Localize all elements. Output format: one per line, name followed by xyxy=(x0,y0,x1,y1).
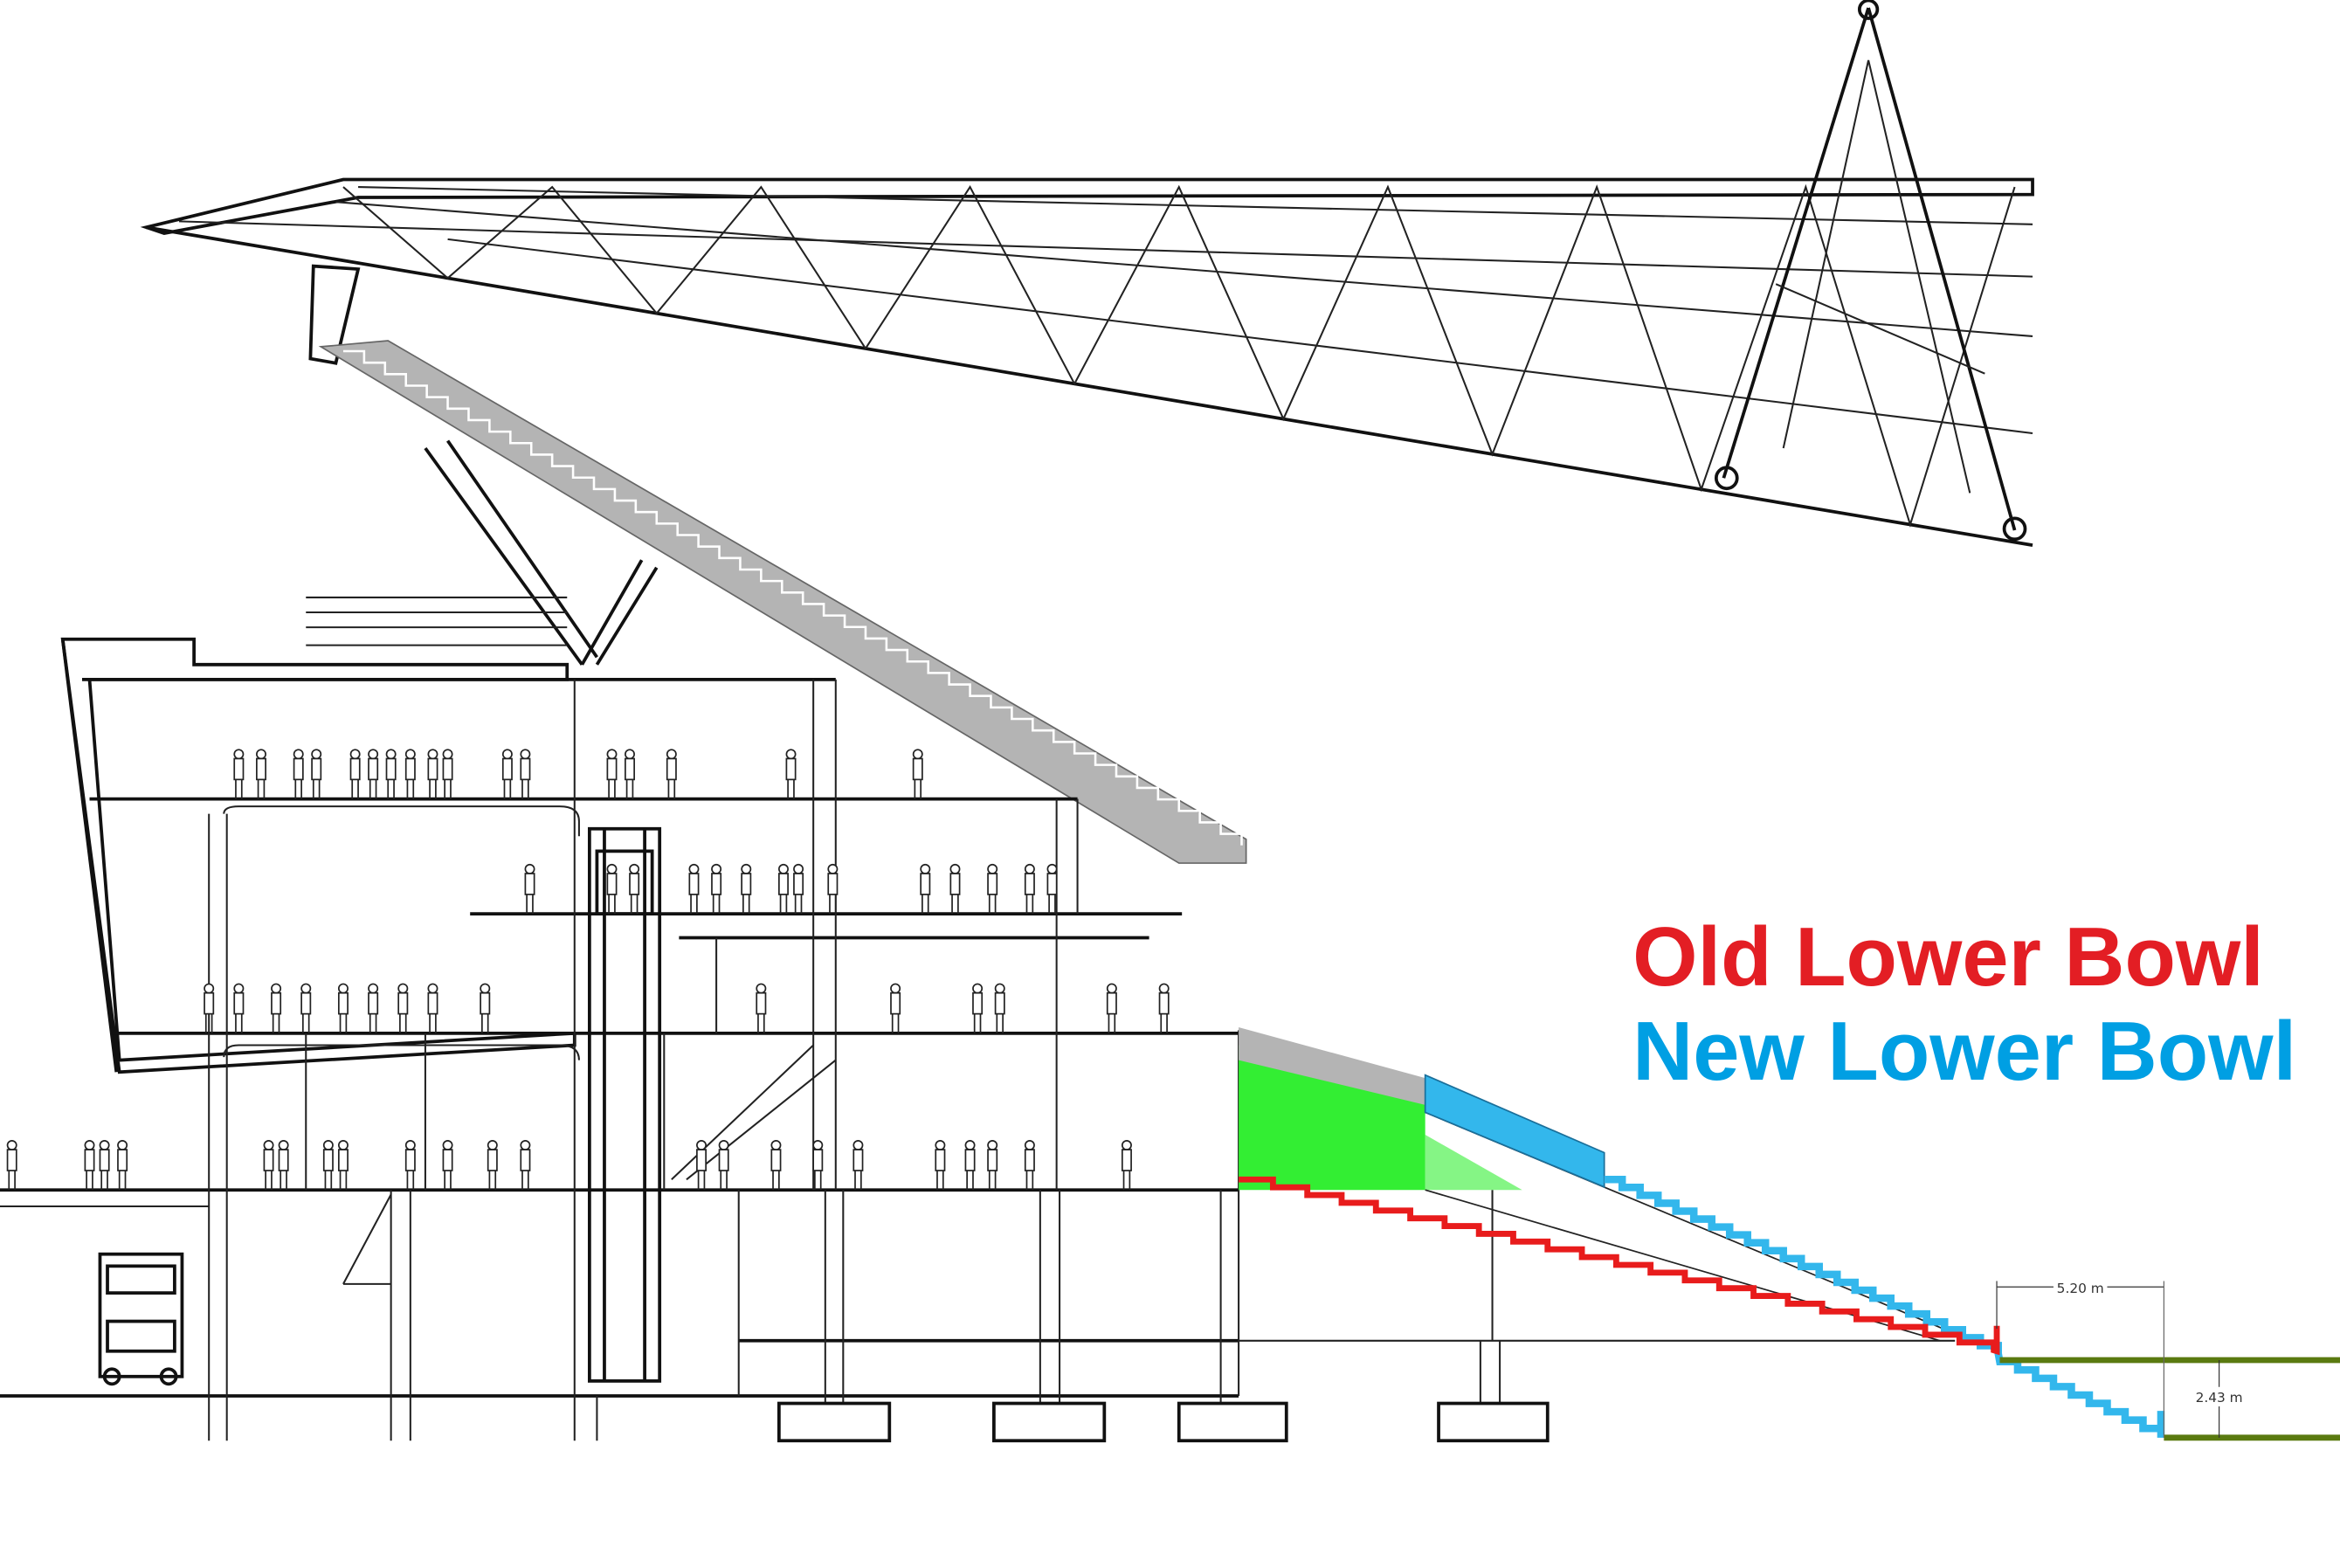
person-figure xyxy=(300,983,312,1033)
person-figure xyxy=(404,749,416,799)
person-figure xyxy=(520,1139,531,1191)
person-figure xyxy=(1024,1139,1035,1191)
person-figure xyxy=(397,983,409,1033)
person-figure xyxy=(1106,983,1117,1033)
person-figure xyxy=(987,863,998,915)
person-figure xyxy=(99,1139,110,1191)
bus-icon xyxy=(98,1252,184,1386)
legend-new-lower-bowl: New Lower Bowl xyxy=(1632,1005,2296,1098)
person-figure xyxy=(718,1139,729,1191)
person-figure xyxy=(778,863,789,915)
dimension-height-label: 2.43 m xyxy=(2196,1390,2243,1406)
foundations xyxy=(777,1401,1550,1443)
person-figure xyxy=(404,1139,416,1191)
person-figure xyxy=(666,749,677,799)
person-figure xyxy=(920,863,931,915)
person-figure xyxy=(233,749,245,799)
person-figure xyxy=(6,1139,17,1191)
person-figure xyxy=(256,749,266,799)
truss-web xyxy=(342,183,2016,528)
person-figure xyxy=(442,749,453,799)
upper-tier xyxy=(306,340,1247,864)
dimension-height: 2.43 m xyxy=(2191,1359,2248,1438)
person-figure xyxy=(949,863,961,915)
person-figure xyxy=(487,1139,498,1191)
upper-tier-steps xyxy=(342,349,1243,846)
person-figure xyxy=(606,863,618,915)
person-figure xyxy=(994,983,1005,1033)
person-figure xyxy=(480,983,491,1033)
person-figure xyxy=(368,749,379,799)
person-figure xyxy=(793,863,804,915)
person-figure xyxy=(84,1139,95,1191)
person-figure xyxy=(1046,863,1058,915)
person-figure xyxy=(520,749,531,799)
person-figure xyxy=(629,863,640,915)
person-figure xyxy=(204,983,215,1033)
person-figure xyxy=(501,749,513,799)
person-figure xyxy=(337,983,349,1033)
person-figure xyxy=(293,749,304,799)
person-figure xyxy=(625,749,635,799)
person-figure xyxy=(770,1139,782,1191)
person-figure xyxy=(696,1139,707,1191)
person-figure xyxy=(935,1139,946,1191)
dimension-width: 5.20 m xyxy=(1996,1278,2164,1438)
person-figure xyxy=(785,749,797,799)
person-figure xyxy=(1158,983,1170,1033)
person-figure xyxy=(233,983,245,1033)
elevator-core xyxy=(587,826,662,1383)
person-figure xyxy=(427,749,438,799)
person-figure xyxy=(852,1139,864,1191)
dimension-width-label: 5.20 m xyxy=(2057,1281,2104,1296)
new-lower-bowl-steps xyxy=(1604,1175,2165,1438)
person-figure xyxy=(972,983,984,1033)
person-figure xyxy=(311,749,322,799)
legend-old-lower-bowl: Old Lower Bowl xyxy=(1632,910,2264,1004)
person-figure xyxy=(271,983,282,1033)
person-figure xyxy=(987,1139,998,1191)
person-figure xyxy=(756,983,767,1033)
person-figure xyxy=(117,1139,128,1191)
person-figure xyxy=(427,983,438,1033)
person-figure xyxy=(812,1139,824,1191)
person-figure xyxy=(912,749,923,799)
person-figure xyxy=(349,749,361,799)
person-figure xyxy=(1121,1139,1132,1191)
person-figure xyxy=(688,863,700,915)
person-figure xyxy=(368,983,379,1033)
person-figure xyxy=(524,863,535,915)
main-stand-building xyxy=(0,637,1956,1443)
person-figure xyxy=(890,983,901,1033)
person-figure xyxy=(278,1139,289,1191)
person-figure xyxy=(337,1139,349,1191)
person-figure xyxy=(606,749,618,799)
person-figure xyxy=(741,863,752,915)
person-figure xyxy=(322,1139,334,1191)
person-figure xyxy=(964,1139,976,1191)
person-figure xyxy=(263,1139,274,1191)
person-figure xyxy=(385,749,397,799)
person-figure xyxy=(1024,863,1035,915)
roof-truss xyxy=(140,0,2034,547)
person-figure xyxy=(711,863,722,915)
person-figure xyxy=(827,863,839,915)
old-lower-bowl-steps xyxy=(1239,1176,2000,1356)
person-figure xyxy=(442,1139,453,1191)
